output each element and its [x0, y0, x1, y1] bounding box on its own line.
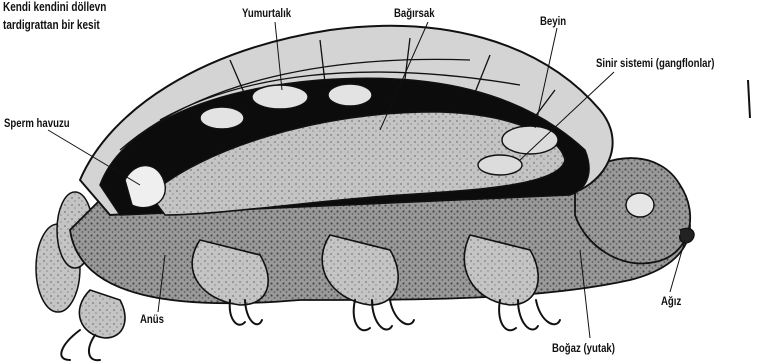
label-intestine: Bağırsak: [394, 6, 435, 20]
label-throat: Boğaz (yutak): [552, 341, 615, 355]
sperm-pool: [125, 166, 165, 208]
claws: [61, 300, 560, 360]
label-sperm-pool: Sperm havuzu: [4, 116, 70, 130]
figure-title-line-1: Kendi kendini döllevn: [3, 0, 106, 17]
label-brain: Beyin: [540, 14, 566, 28]
label-ovary: Yumurtalık: [242, 6, 291, 20]
label-anus: Anüs: [140, 312, 164, 326]
eye: [626, 193, 654, 217]
label-mouth: Ağız: [661, 294, 681, 308]
mouth-opening: [680, 228, 694, 243]
figure-title-line-2: tardigrattan bir kesit: [3, 16, 100, 35]
margin-tick: [748, 80, 750, 118]
label-nervous-system: Sinir sistemi (gangflonlar): [596, 56, 714, 70]
